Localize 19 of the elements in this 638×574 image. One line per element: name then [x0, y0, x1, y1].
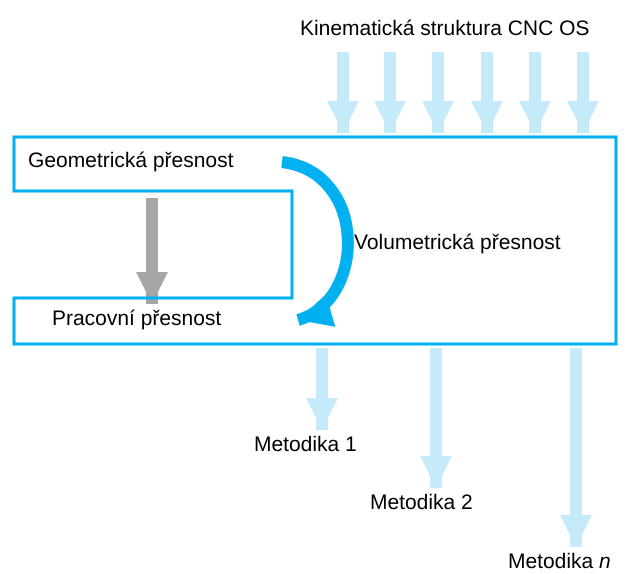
arrow: [420, 348, 452, 488]
label-text: Metodika 1: [254, 432, 384, 460]
shape-label: Volumetrická přesnost: [354, 230, 561, 256]
arrow: [327, 52, 359, 133]
label-text: Geometrická přesnost: [28, 148, 280, 176]
heading-text: Kinematická struktura CNC OS: [300, 16, 630, 46]
arrow: [567, 52, 599, 133]
arrow: [422, 52, 454, 133]
arrow: [471, 52, 503, 133]
arrow: [306, 348, 338, 430]
label-text: Pracovní přesnost: [52, 306, 298, 334]
arrow: [136, 198, 168, 304]
arrow: [280, 156, 354, 326]
label-text: Metodika 2: [370, 490, 500, 518]
arrow: [519, 52, 551, 133]
arrow: [374, 52, 406, 133]
arrow: [560, 348, 592, 547]
outline-shape: [12, 135, 618, 346]
label-text: Metodika n: [508, 549, 638, 574]
